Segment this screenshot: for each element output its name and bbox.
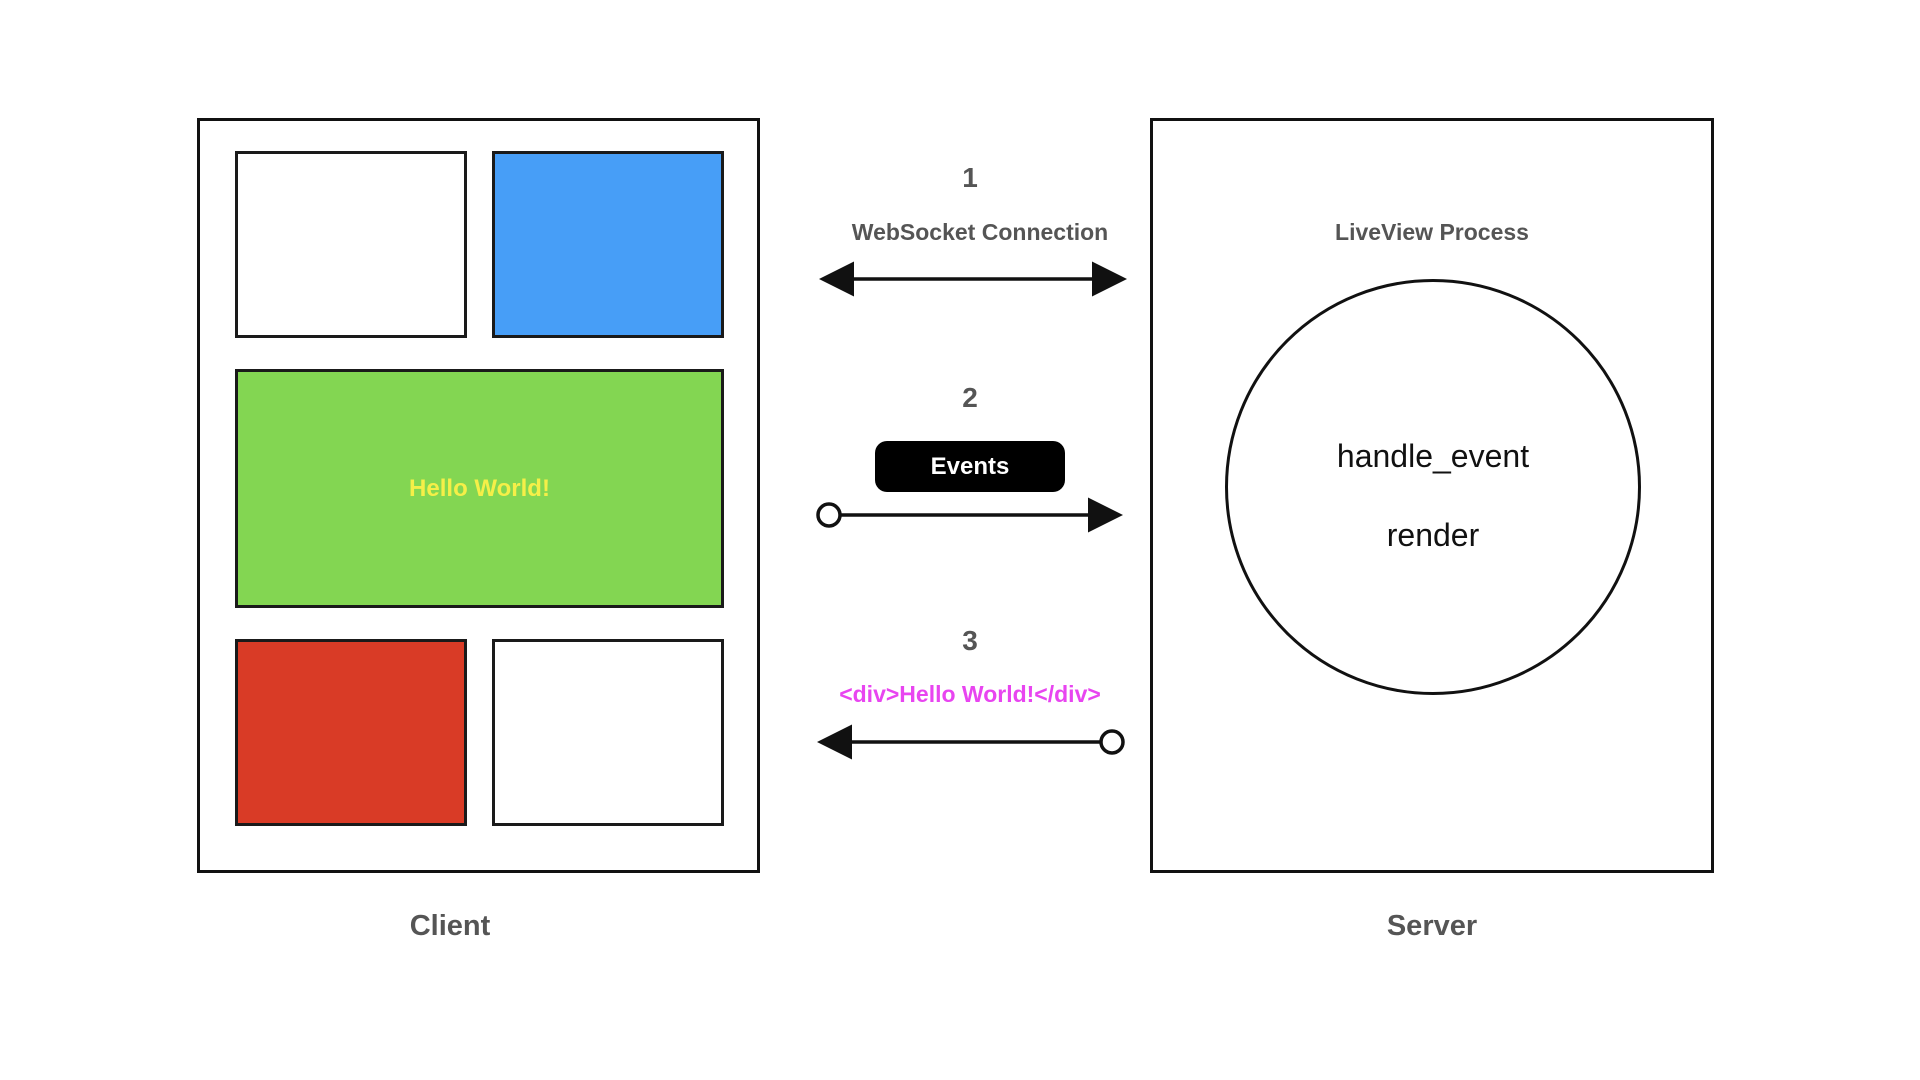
liveview-process-circle [1225,279,1641,695]
step-1-number: 1 [962,162,978,193]
hello-world-text: Hello World! [409,474,550,502]
liveview-process-label: LiveView Process [1335,219,1529,245]
events-arrow [816,497,1123,533]
handle-event-label: handle_event [1336,438,1530,474]
html-diff-label: <div>Hello World!</div> [839,681,1101,707]
client-tile-red [235,639,467,826]
websocket-connection-label: WebSocket Connection [851,219,1109,245]
client-tile-blue [492,151,724,338]
render-arrow-origin-circle [1099,729,1125,755]
client-tile-green: Hello World! [235,369,724,608]
events-arrow-origin-circle [816,502,842,528]
client-tile-bottom-right [492,639,724,826]
client-caption: Client [409,910,491,942]
events-pill: Events [875,441,1065,492]
server-caption: Server [1386,910,1478,942]
render-arrow [817,724,1125,760]
client-tile-top-left [235,151,467,338]
step-3-number: 3 [962,625,978,656]
render-label: render [1386,517,1480,553]
step-2-number: 2 [962,382,978,413]
